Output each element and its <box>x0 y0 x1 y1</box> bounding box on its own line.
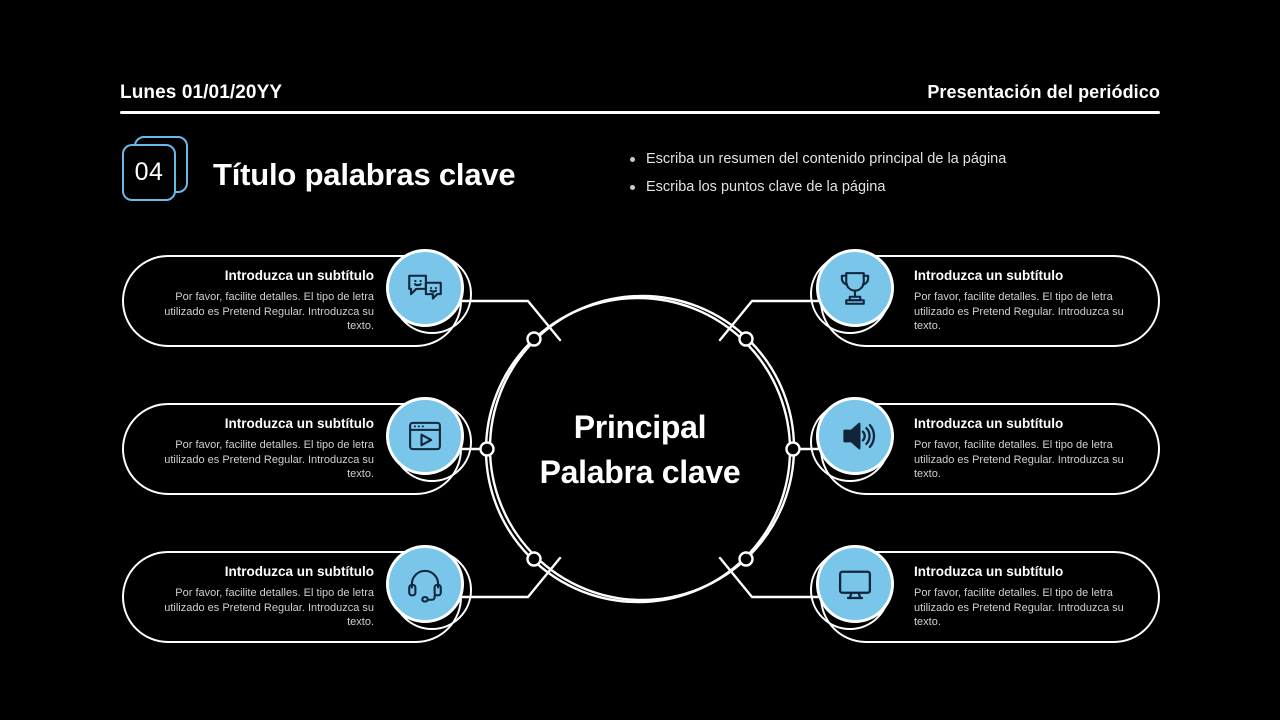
node-right-middle <box>785 441 801 457</box>
card-description: Por favor, facilite detalles. El tipo de… <box>914 438 1132 482</box>
center-keyword-line1: Principal <box>573 409 707 445</box>
card-right-3[interactable]: Introduzca un subtítulo Por favor, facil… <box>810 545 1160 643</box>
card-subtitle: Introduzca un subtítulo <box>224 416 374 432</box>
section-number-badge: 04 <box>122 136 194 202</box>
card-subtitle: Introduzca un subtítulo <box>914 416 1064 432</box>
card-description-line2: utilizado es Pretend Regular. Introduzca… <box>914 601 1124 629</box>
card-text-block: Introduzca un subtítulo Por favor, facil… <box>914 257 1132 345</box>
card-description-line1: Por favor, facilite detalles. El tipo de… <box>175 439 374 452</box>
card-icon-wrap <box>810 249 896 335</box>
video-player-window-icon <box>386 397 464 475</box>
node-right-bottom <box>738 551 754 567</box>
card-text-block: Introduzca un subtítulo Por favor, facil… <box>156 257 374 345</box>
card-description-line1: Por favor, facilite detalles. El tipo de… <box>914 291 1113 304</box>
connector-nodes <box>479 331 801 567</box>
card-text-block: Introduzca un subtítulo Por favor, facil… <box>156 405 374 493</box>
page-title: Título palabras clave <box>213 157 516 192</box>
bullet-text: Escriba un resumen del contenido princip… <box>646 151 1007 167</box>
card-text-block: Introduzca un subtítulo Por favor, facil… <box>914 553 1132 641</box>
bullet-dot-icon <box>630 157 635 162</box>
card-description-line1: Por favor, facilite detalles. El tipo de… <box>175 291 374 304</box>
node-left-bottom <box>526 551 542 567</box>
card-text-block: Introduzca un subtítulo Por favor, facil… <box>156 553 374 641</box>
card-icon-wrap <box>810 397 896 483</box>
card-description-line1: Por favor, facilite detalles. El tipo de… <box>175 587 374 600</box>
node-right-top <box>738 331 754 347</box>
monitor-icon <box>816 545 894 623</box>
card-description-line2: utilizado es Pretend Regular. Introduzca… <box>164 453 374 481</box>
card-description-line2: utilizado es Pretend Regular. Introduzca… <box>164 601 374 629</box>
card-description-line2: utilizado es Pretend Regular. Introduzca… <box>164 305 374 333</box>
center-keyword-line2: Palabra clave <box>539 454 741 491</box>
node-left-top <box>526 331 542 347</box>
list-item: Escriba un resumen del contenido princip… <box>630 150 1170 170</box>
bullet-text: Escriba los puntos clave de la página <box>646 178 886 195</box>
card-description: Por favor, facilite detalles. El tipo de… <box>156 586 374 630</box>
card-right-1[interactable]: Introduzca un subtítulo Por favor, facil… <box>810 249 1160 347</box>
card-subtitle: Introduzca un subtítulo <box>914 268 1064 284</box>
card-description: Por favor, facilite detalles. El tipo de… <box>156 290 374 334</box>
card-description-line1: Por favor, facilite detalles. El tipo de… <box>914 587 1113 600</box>
node-left-middle <box>479 441 495 457</box>
card-subtitle: Introduzca un subtítulo <box>224 268 374 284</box>
card-description-line1: Por favor, facilite detalles. El tipo de… <box>914 439 1113 452</box>
card-description-line2: utilizado es Pretend Regular. Introduzca… <box>914 453 1124 481</box>
connector-right-bottom <box>718 556 820 599</box>
trophy-icon <box>816 249 894 327</box>
badge-number-label: 04 <box>134 158 164 186</box>
card-left-2[interactable]: Introduzca un subtítulo Por favor, facil… <box>122 397 472 495</box>
card-icon-wrap <box>386 397 472 483</box>
bullet-dot-icon <box>630 184 635 190</box>
header-divider <box>120 111 1160 114</box>
headset-icon <box>386 545 464 623</box>
badge-square-front <box>122 144 176 201</box>
card-subtitle: Introduzca un subtítulo <box>224 564 374 580</box>
card-description: Por favor, facilite detalles. El tipo de… <box>156 438 374 482</box>
card-description: Por favor, facilite detalles. El tipo de… <box>914 586 1132 630</box>
card-icon-wrap <box>386 249 472 335</box>
connector-left-top <box>460 299 562 342</box>
speaker-volume-icon <box>816 397 894 475</box>
connector-left-bottom <box>460 556 562 599</box>
card-left-1[interactable]: Introduzca un subtítulo Por favor, facil… <box>122 249 472 347</box>
header-date: Lunes 01/01/20YY <box>120 82 283 103</box>
card-left-3[interactable]: Introduzca un subtítulo Por favor, facil… <box>122 545 472 643</box>
connector-right-top <box>718 299 820 342</box>
card-description: Por favor, facilite detalles. El tipo de… <box>914 290 1132 334</box>
slide-header: Lunes 01/01/20YY Presentación del periód… <box>120 82 1160 116</box>
list-item: Escriba los puntos clave de la página <box>630 178 1170 198</box>
bullet-list: Escriba un resumen del contenido princip… <box>630 150 1170 205</box>
card-text-block: Introduzca un subtítulo Por favor, facil… <box>914 405 1132 493</box>
card-right-2[interactable]: Introduzca un subtítulo Por favor, facil… <box>810 397 1160 495</box>
header-presentation-label: Presentación del periódico <box>927 82 1160 102</box>
card-icon-wrap <box>810 545 896 631</box>
chat-bubbles-icon <box>386 249 464 327</box>
center-keyword-label: Principal Palabra clave <box>490 405 790 496</box>
card-description-line2: utilizado es Pretend Regular. Introduzca… <box>914 305 1124 333</box>
card-subtitle: Introduzca un subtítulo <box>914 564 1064 580</box>
card-icon-wrap <box>386 545 472 631</box>
